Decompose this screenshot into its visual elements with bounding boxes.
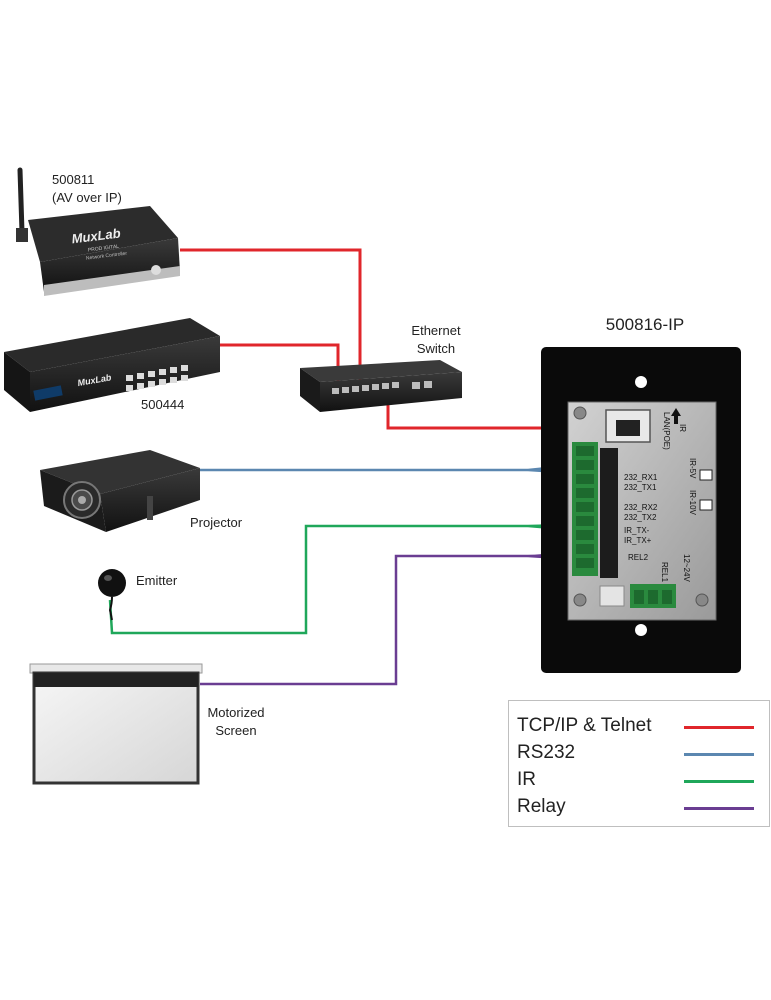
jumper-ir5v [699, 469, 713, 481]
cable-relay-group [200, 544, 583, 686]
device-500816-ip-wallplate: LAN(POE) IR 232_RX1 232_TX1 232_RX2 232_… [541, 347, 741, 673]
device-projector [40, 450, 200, 532]
matrix-buttons [126, 365, 188, 391]
legend-swatch-tcpip [684, 726, 754, 729]
controller-logo: MuxLab [71, 226, 122, 247]
cable-relay-screen [200, 554, 528, 686]
label-switch-line2: Switch [416, 341, 456, 356]
wp-power-label: 12~24V [682, 554, 691, 582]
label-500811: 500811 (AV over IP) [52, 171, 122, 207]
legend-swatch-rs232 [684, 753, 754, 756]
cable-tcpip-controller [180, 248, 362, 392]
label-emitter: Emitter [136, 573, 178, 588]
controller-logo-sub: PROD IGITAL [88, 244, 120, 254]
wp-ir10v-label: IR-10V [688, 490, 697, 516]
legend-swatch-ir [684, 780, 754, 783]
label-switch-line1: Ethernet [411, 323, 461, 338]
wp-rel1-label: REL1 [660, 562, 669, 583]
switch-ports [332, 381, 432, 394]
label-500811-sub: (AV over IP) [52, 190, 122, 205]
legend-label-tcpip: TCP/IP & Telnet [517, 715, 652, 736]
cable-rs232-group [198, 447, 583, 474]
antenna-icon [17, 167, 25, 235]
wp-ir5v-label: IR-5V [688, 458, 697, 479]
plate-screw-top [635, 376, 647, 388]
rj45-port-icon [605, 409, 651, 443]
wp-ir-tx-minus-label: IR_TX- [624, 526, 650, 535]
wp-ir-tx-plus-label: IR_TX+ [624, 536, 652, 545]
device-500811-controller: MuxLab PROD IGITAL Network Controller [16, 167, 180, 296]
wp-lan-label: LAN(POE) [662, 412, 671, 450]
legend: TCP/IP & Telnet RS232 IR Relay [508, 700, 770, 827]
label-ethernet-switch: Ethernet Switch [396, 322, 476, 358]
wp-rx1-label: 232_RX1 [624, 473, 658, 482]
legend-swatch-relay [684, 807, 754, 810]
label-screen-line2: Screen [215, 723, 257, 738]
controller-caption: Network Controller [86, 251, 128, 262]
ir-direction-arrow-icon [671, 408, 681, 424]
label-500811-model: 500811 [52, 172, 95, 187]
device-500444-matrix: MuxLab [4, 318, 220, 412]
wp-tx2-label: 232_TX2 [624, 513, 657, 522]
label-screen-line1: Motorized [207, 705, 265, 720]
emitter-icon [98, 569, 126, 597]
legend-label-rs232: RS232 [517, 742, 576, 763]
wp-rx2-label: 232_RX2 [624, 503, 658, 512]
label-projector: Projector [190, 515, 243, 530]
wp-rel2-label: REL2 [628, 553, 649, 562]
wp-ir-arrow-label: IR [678, 424, 687, 432]
plate-screw-bottom [635, 624, 647, 636]
jumper-ir10v [699, 499, 713, 511]
cable-ir-group [108, 518, 583, 635]
device-ethernet-switch [300, 360, 462, 412]
label-motorized-screen: Motorized Screen [196, 704, 276, 740]
legend-label-ir: IR [517, 769, 536, 790]
device-ir-emitter [98, 569, 126, 621]
label-500444: 500444 [141, 397, 185, 412]
legend-label-relay: Relay [517, 796, 566, 817]
cable-ir-emitter [108, 524, 528, 635]
wp-tx1-label: 232_TX1 [624, 483, 657, 492]
device-motorized-screen [29, 663, 203, 785]
wallplate-title: 500816-IP [605, 315, 685, 334]
